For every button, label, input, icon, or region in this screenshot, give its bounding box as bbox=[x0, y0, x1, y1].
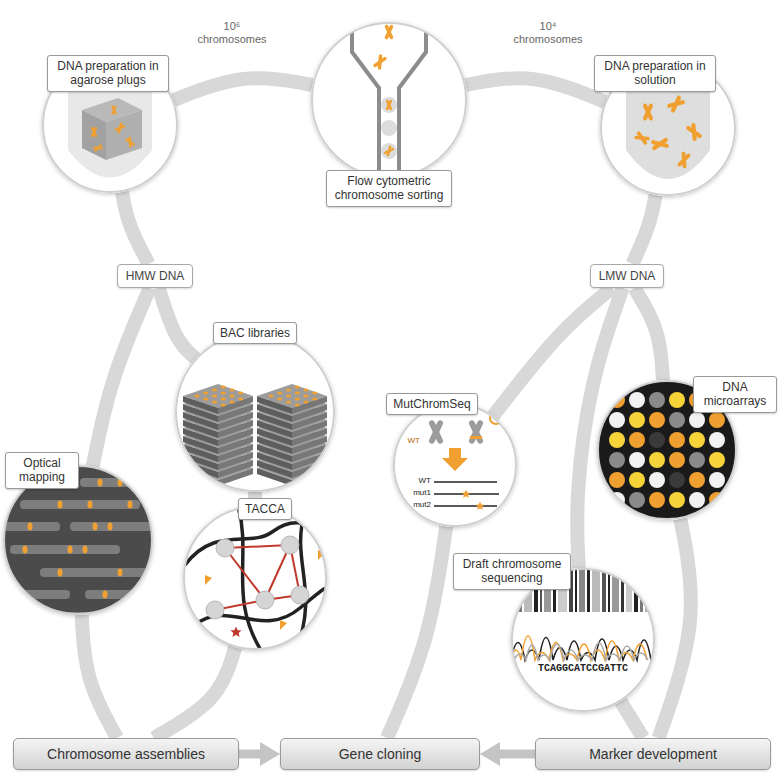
label-box: DNA preparation in solution bbox=[594, 55, 716, 92]
flow-arrow bbox=[500, 750, 535, 759]
flow-band bbox=[634, 288, 663, 380]
circle-outline bbox=[393, 403, 517, 527]
method-circle: DNA microarrays bbox=[597, 380, 737, 520]
mutchromseq-illustration bbox=[428, 412, 502, 510]
label-box: Optical mapping bbox=[5, 452, 79, 489]
node-label: LMW DNA bbox=[599, 269, 656, 283]
outcome-box: Gene cloning bbox=[280, 738, 480, 770]
node-label: Flow cytometric chromosome sorting bbox=[333, 174, 445, 203]
label-box: Draft chromosome sequencing bbox=[453, 553, 571, 590]
tacca-illustration bbox=[185, 506, 332, 652]
circle-outline bbox=[311, 22, 467, 178]
flow-arrow bbox=[239, 750, 260, 759]
line-label: WT bbox=[419, 477, 431, 485]
flow-band bbox=[93, 288, 150, 466]
node-label: HMW DNA bbox=[126, 269, 185, 283]
node-label: Marker development bbox=[589, 746, 717, 763]
label-box: BAC libraries bbox=[213, 322, 297, 344]
flow-band bbox=[659, 519, 691, 738]
outcome-box: Marker development bbox=[535, 738, 771, 770]
flow-band bbox=[154, 647, 235, 738]
method-circle: BAC libraries bbox=[175, 332, 335, 492]
line-label: mut2 bbox=[413, 501, 431, 509]
outcome-box: Chromosome assemblies bbox=[13, 738, 239, 770]
circle-outline bbox=[512, 569, 654, 711]
label-box: MutChromSeq bbox=[386, 393, 477, 415]
flow-band bbox=[466, 78, 606, 102]
sequence-text: TCAGGCATCCGATTC bbox=[538, 664, 628, 674]
flow-band bbox=[621, 701, 644, 738]
circle-outline bbox=[184, 507, 326, 649]
method-circle: MutChromSeq bbox=[393, 403, 517, 527]
edge-label: 10⁴ chromosomes bbox=[508, 20, 588, 45]
flow-band bbox=[82, 615, 117, 738]
flow-band bbox=[632, 195, 655, 264]
label-box: TACCA bbox=[238, 498, 292, 520]
method-circle: DNA preparation in agarose plugs bbox=[42, 57, 178, 193]
flow-sorter-illustration bbox=[352, 14, 426, 190]
circle-outline bbox=[175, 332, 335, 492]
label-box: DNA microarrays bbox=[693, 376, 777, 413]
node-label: DNA preparation in agarose plugs bbox=[54, 59, 162, 88]
flow-band bbox=[387, 526, 446, 738]
method-circle: Optical mapping bbox=[3, 465, 153, 615]
flow-band bbox=[122, 192, 149, 264]
node-label: TACCA bbox=[245, 502, 285, 516]
flow-band bbox=[173, 78, 312, 100]
method-circle: TACCA bbox=[183, 506, 327, 650]
line-label: mut1 bbox=[413, 489, 431, 497]
node-label: Chromosome assemblies bbox=[47, 746, 205, 763]
node-label: DNA preparation in solution bbox=[601, 59, 709, 88]
edge-label: 10⁶ chromosomes bbox=[192, 20, 272, 45]
label-box: DNA preparation in agarose plugs bbox=[47, 55, 169, 92]
chromosome-label: WT bbox=[408, 437, 420, 445]
node-label: DNA microarrays bbox=[700, 380, 770, 409]
circle-outline bbox=[394, 404, 516, 526]
node-label: Draft chromosome sequencing bbox=[460, 557, 564, 586]
method-circle: Draft chromosome sequencing bbox=[511, 568, 655, 712]
circle-grounds bbox=[3, 22, 737, 712]
node-label: Gene cloning bbox=[339, 746, 422, 763]
bac-library-plates bbox=[183, 384, 327, 486]
connector-group bbox=[82, 78, 691, 754]
circle-outline bbox=[183, 506, 327, 650]
flow-band bbox=[159, 288, 196, 358]
node-label: Optical mapping bbox=[12, 456, 72, 485]
label-box: Flow cytometric chromosome sorting bbox=[326, 170, 452, 207]
circle-outline bbox=[312, 23, 466, 177]
circle-outline bbox=[176, 333, 334, 491]
dna-box: HMW DNA bbox=[117, 264, 194, 288]
method-circle: DNA preparation in solution bbox=[600, 60, 736, 196]
node-label: BAC libraries bbox=[220, 326, 290, 340]
node-label: MutChromSeq bbox=[393, 397, 470, 411]
method-circle: Flow cytometric chromosome sorting bbox=[311, 22, 467, 178]
dna-box: LMW DNA bbox=[590, 264, 665, 288]
